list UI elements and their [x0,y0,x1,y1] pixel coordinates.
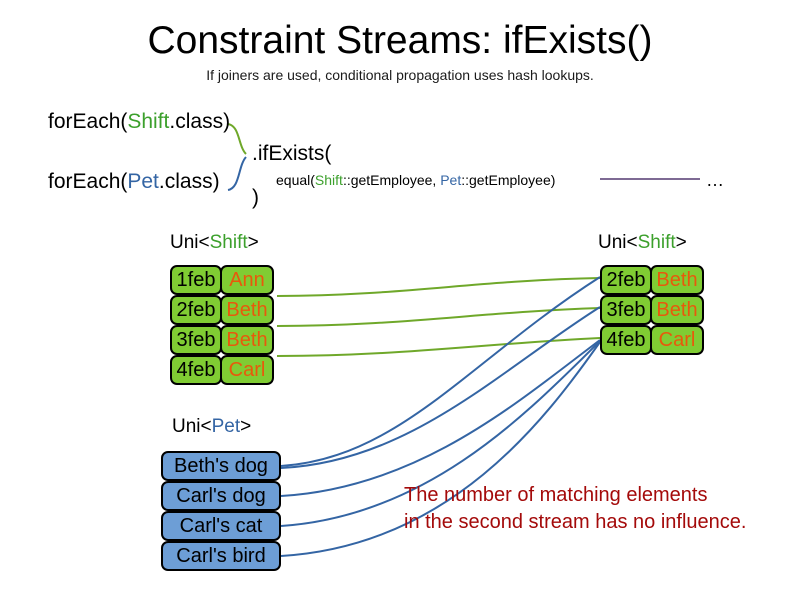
label-uni-pet: Uni<Pet> [172,416,251,438]
wire-shift-4feb [276,337,601,357]
pet-cell: Beth's dog [161,451,281,481]
foreach-shift-type: Shift [127,110,170,133]
wire-shift-3feb [276,307,601,327]
uni-shift-input-prefix: Uni< [170,232,210,253]
shift-employee-cell: Beth [650,265,704,295]
annotation-line-1: The number of matching elements [404,484,708,506]
joiner-right-type: Pet [440,172,462,188]
brace-upper-shift [227,123,247,155]
uni-shift-output-type: Shift [637,232,676,253]
foreach-shift-suffix: .class) [169,110,231,133]
annotation-note: The number of matching elements in the s… [404,482,746,536]
pet-cell: Carl's dog [161,481,281,511]
shift-date-cell: 2feb [600,265,652,295]
label-uni-shift-output: Uni<Shift> [598,232,687,254]
foreach-pet-type: Pet [127,170,159,193]
shift-employee-cell: Beth [220,295,274,325]
shift-date-cell: 3feb [170,325,222,355]
uni-pet-type: Pet [211,416,241,437]
joiner-prefix: equal( [276,172,315,188]
shift-employee-cell: Ann [220,265,274,295]
joiner-ellipsis: … [706,170,724,190]
uni-shift-input-suffix: > [247,232,259,253]
code-ifexists-close: ) [252,186,259,209]
code-ifexists-open: .ifExists( [252,142,332,165]
wire-pet-carls-dog-to-4feb [280,339,601,497]
shift-date-cell: 1feb [170,265,222,295]
uni-shift-input-type: Shift [209,232,248,253]
uni-shift-output-suffix: > [675,232,687,253]
shift-employee-cell: Carl [650,325,704,355]
pet-cell: Carl's bird [161,541,281,571]
list-item[interactable]: Carl's cat [161,511,281,541]
foreach-pet-suffix: .class) [158,170,220,193]
uni-pet-prefix: Uni< [172,416,212,437]
joiner-left-type: Shift [314,172,343,188]
foreach-pet-prefix: forEach( [48,170,128,193]
uni-pet-suffix: > [240,416,252,437]
list-item[interactable]: Beth's dog [161,451,281,481]
joiner-right-method: ::getEmployee) [461,172,556,188]
shift-employee-cell: Beth [220,325,274,355]
wire-shift-2feb [276,277,601,297]
annotation-line-2: in the second stream has no influence. [404,511,747,533]
wire-pet-beths-dog-to-3feb [280,306,601,469]
shift-employee-cell: Beth [650,295,704,325]
code-joiner-equal: equal(Shift::getEmployee, Pet::getEmploy… [276,171,555,189]
shift-date-cell: 3feb [600,295,652,325]
code-foreach-pet: forEach(Pet.class) [48,170,220,194]
code-foreach-shift: forEach(Shift.class) [48,110,230,134]
shift-employee-cell: Carl [220,355,274,385]
page-title: Constraint Streams: ifExists() [147,19,653,62]
list-item[interactable]: Carl's bird [161,541,281,571]
shift-date-cell: 4feb [170,355,222,385]
wire-pet-beths-dog-to-2feb [280,276,601,467]
joiner-left-method: ::getEmployee, [342,172,441,188]
shift-date-cell: 4feb [600,325,652,355]
list-item[interactable]: Carl's dog [161,481,281,511]
stream-input-pet: Beth's dog Carl's dog Carl's cat Carl's … [161,451,281,571]
shift-date-cell: 2feb [170,295,222,325]
brace-lower-pet [227,156,247,191]
foreach-shift-prefix: forEach( [48,110,128,133]
pet-cell: Carl's cat [161,511,281,541]
page-subtitle: If joiners are used, conditional propaga… [206,67,594,83]
uni-shift-output-prefix: Uni< [598,232,638,253]
label-uni-shift-input: Uni<Shift> [170,232,259,254]
